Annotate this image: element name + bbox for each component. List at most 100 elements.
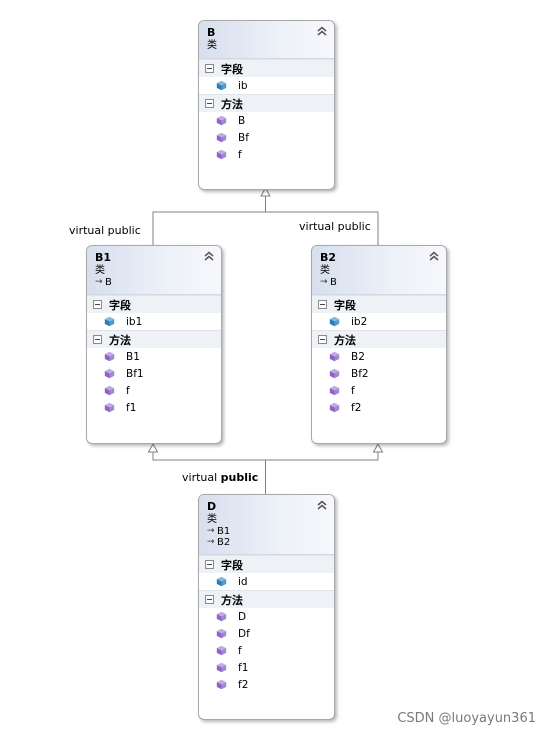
methods-section-header[interactable]: 方法 <box>199 94 334 112</box>
field-item[interactable]: id <box>199 573 334 590</box>
method-cube-icon <box>104 351 115 362</box>
edge-label-b1: virtual public <box>69 224 141 237</box>
section-title: 字段 <box>109 298 131 312</box>
minus-square-icon[interactable] <box>205 99 214 108</box>
field-item-label: id <box>238 575 248 588</box>
minus-square-icon[interactable] <box>318 300 327 309</box>
section-title: 方法 <box>334 333 356 347</box>
method-cube-icon <box>104 402 115 413</box>
base-class-name: B1 <box>217 526 231 537</box>
method-cube-icon <box>329 351 340 362</box>
method-cube-icon <box>216 645 227 656</box>
method-item-label: B2 <box>351 350 365 363</box>
method-item[interactable]: Bf <box>199 129 334 146</box>
base-class-ref: →B1 <box>207 526 326 537</box>
minus-square-icon[interactable] <box>93 300 102 309</box>
edge-label-d-keyword: public <box>220 471 259 484</box>
inheritance-arrowhead-b1 <box>147 442 159 453</box>
method-cube-icon <box>216 611 227 622</box>
method-item[interactable]: Bf1 <box>87 365 221 382</box>
method-item[interactable]: f2 <box>312 399 446 416</box>
method-item-label: f2 <box>351 401 362 414</box>
section-title: 方法 <box>221 593 243 607</box>
section-title: 字段 <box>221 558 243 572</box>
field-item-label: ib1 <box>126 315 143 328</box>
double-chevron-up-icon[interactable] <box>428 250 440 262</box>
method-item[interactable]: f <box>87 382 221 399</box>
field-item-label: ib <box>238 79 248 92</box>
method-cube-icon <box>216 679 227 690</box>
methods-section-header[interactable]: 方法 <box>199 590 334 608</box>
section-title: 字段 <box>221 62 243 76</box>
class-name: B1 <box>95 251 112 264</box>
method-item[interactable]: f <box>199 642 334 659</box>
edge-label-d-prefix: virtual <box>182 471 218 484</box>
method-item-label: f <box>351 384 355 397</box>
minus-square-icon[interactable] <box>318 335 327 344</box>
fields-section-header[interactable]: 字段 <box>312 295 446 313</box>
base-class-ref: →B <box>320 277 438 288</box>
method-item[interactable]: f1 <box>199 659 334 676</box>
minus-square-icon[interactable] <box>93 335 102 344</box>
minus-square-icon[interactable] <box>205 560 214 569</box>
section-title: 方法 <box>221 97 243 111</box>
inherit-arrow-icon: → <box>207 537 215 547</box>
minus-square-icon[interactable] <box>205 64 214 73</box>
section-title: 字段 <box>334 298 356 312</box>
base-class-name: B <box>330 277 337 288</box>
method-item[interactable]: Df <box>199 625 334 642</box>
double-chevron-up-icon[interactable] <box>316 499 328 511</box>
method-item[interactable]: f <box>199 146 334 163</box>
section-title: 方法 <box>109 333 131 347</box>
method-item[interactable]: f2 <box>199 676 334 693</box>
methods-section-header[interactable]: 方法 <box>312 330 446 348</box>
method-item[interactable]: Bf2 <box>312 365 446 382</box>
fields-section-header[interactable]: 字段 <box>87 295 221 313</box>
method-item[interactable]: D <box>199 608 334 625</box>
inherit-arrow-icon: → <box>320 277 328 287</box>
method-cube-icon <box>216 628 227 639</box>
method-item[interactable]: f <box>312 382 446 399</box>
class-kind: 类 <box>320 265 330 276</box>
method-item-label: Bf2 <box>351 367 369 380</box>
field-cube-icon <box>216 80 227 91</box>
method-item[interactable]: B1 <box>87 348 221 365</box>
double-chevron-up-icon[interactable] <box>316 25 328 37</box>
method-cube-icon <box>216 132 227 143</box>
field-item[interactable]: ib2 <box>312 313 446 330</box>
method-item[interactable]: B <box>199 112 334 129</box>
method-cube-icon <box>216 662 227 673</box>
field-item[interactable]: ib <box>199 77 334 94</box>
fields-section-header[interactable]: 字段 <box>199 59 334 77</box>
minus-square-icon[interactable] <box>205 595 214 604</box>
fields-section-header[interactable]: 字段 <box>199 555 334 573</box>
method-item[interactable]: f1 <box>87 399 221 416</box>
double-chevron-up-icon[interactable] <box>203 250 215 262</box>
method-item-label: f <box>238 148 242 161</box>
inherit-arrow-icon: → <box>207 526 215 536</box>
method-item-label: f <box>238 644 242 657</box>
field-item[interactable]: ib1 <box>87 313 221 330</box>
method-item[interactable]: B2 <box>312 348 446 365</box>
methods-section-header[interactable]: 方法 <box>87 330 221 348</box>
field-cube-icon <box>216 576 227 587</box>
method-item-label: Bf1 <box>126 367 144 380</box>
field-cube-icon <box>329 316 340 327</box>
base-class-name: B2 <box>217 537 231 548</box>
method-cube-icon <box>329 385 340 396</box>
inherit-arrow-icon: → <box>95 277 103 287</box>
method-cube-icon <box>104 368 115 379</box>
class-name: B <box>207 26 216 39</box>
method-item-label: f2 <box>238 678 249 691</box>
method-item-label: Df <box>238 627 250 640</box>
method-item-label: f <box>126 384 130 397</box>
class-kind: 类 <box>95 265 105 276</box>
method-item-label: B <box>238 114 246 127</box>
